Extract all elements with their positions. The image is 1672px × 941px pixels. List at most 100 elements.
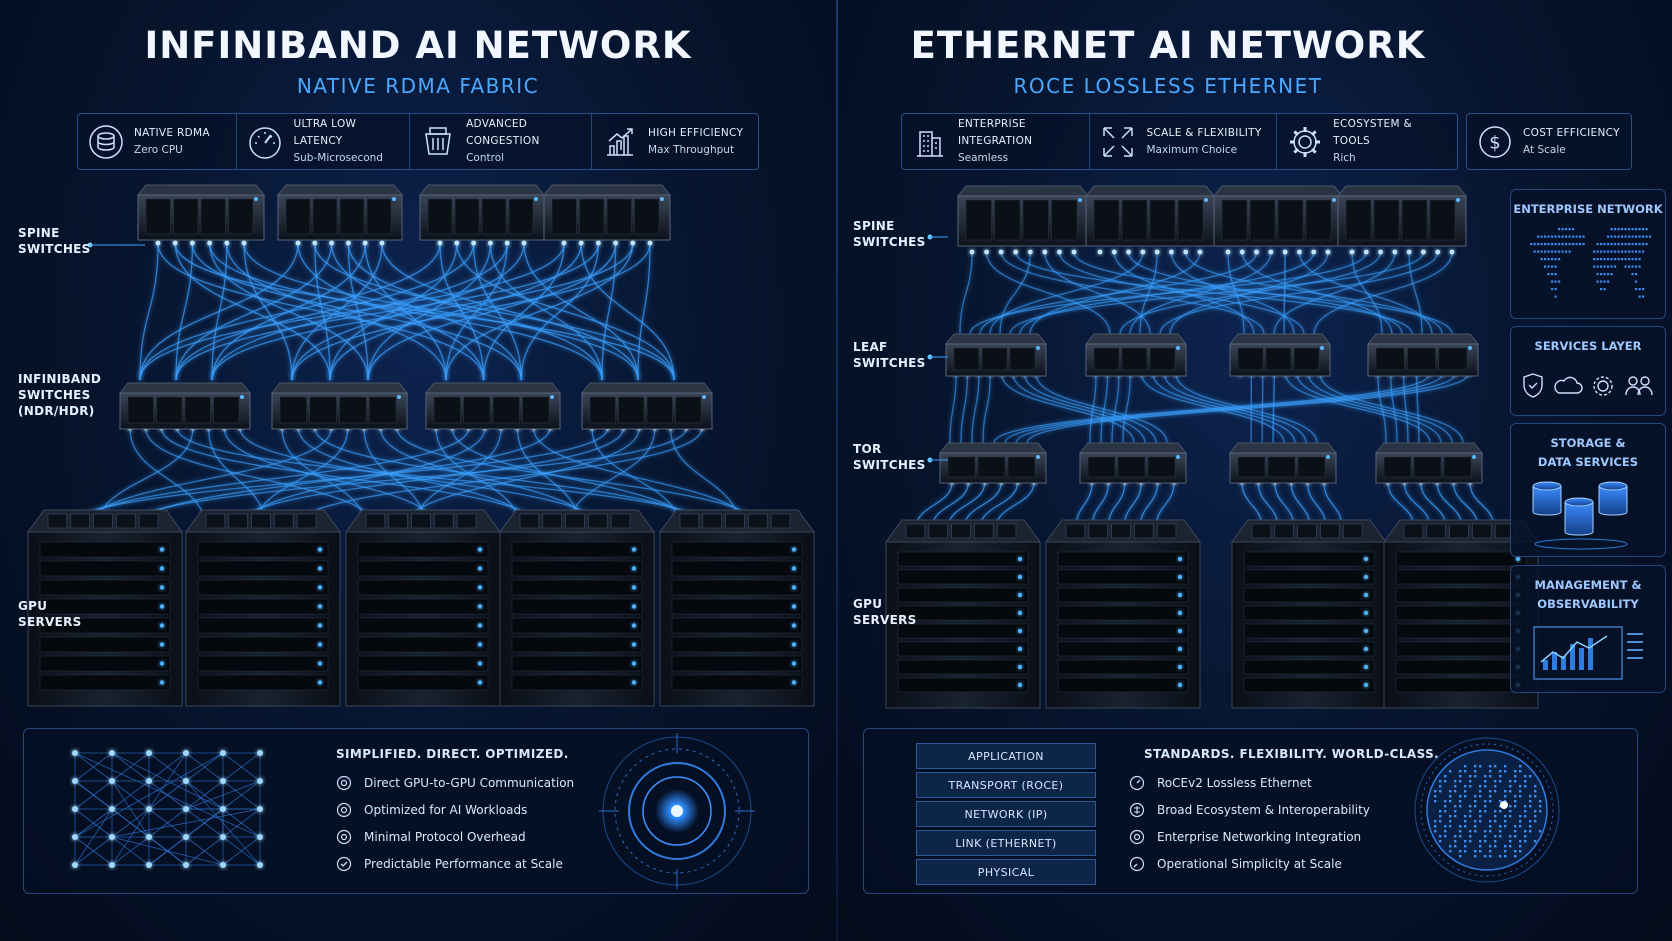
map-dot <box>1593 258 1596 261</box>
feature-title: Enterprise Integration <box>958 118 1033 147</box>
globe-dot <box>1504 825 1507 828</box>
globe-dot <box>1534 815 1537 818</box>
globe-dot <box>1514 800 1517 803</box>
label-pointer-dot <box>87 242 93 248</box>
globe-dot <box>1439 835 1442 838</box>
mesh-node <box>183 834 189 840</box>
fiber-link <box>175 242 194 381</box>
mesh-node <box>220 834 226 840</box>
link-node <box>437 240 443 246</box>
globe-dot <box>1484 840 1487 843</box>
globe-dot <box>1449 800 1452 803</box>
link-node <box>1349 249 1355 255</box>
link-node <box>172 240 178 246</box>
link-node <box>578 240 584 246</box>
map-dot <box>1561 228 1564 231</box>
map-dot <box>1593 265 1596 268</box>
fiber-link <box>1415 373 1420 444</box>
map-dot <box>1547 243 1550 246</box>
map-dot <box>1621 235 1624 238</box>
fiber-link <box>139 242 299 381</box>
globe-dot <box>1524 805 1527 808</box>
map-dot <box>1607 235 1610 238</box>
globe-dot <box>1509 790 1512 793</box>
link-node <box>1282 249 1288 255</box>
list-item: RoCEv2 Lossless Ethernet <box>1129 769 1370 796</box>
fiber-link <box>445 242 634 381</box>
link-node <box>1435 249 1441 255</box>
list-item: Predictable Performance at Scale <box>336 850 574 877</box>
list-item: Optimized for AI Workloads <box>336 796 574 823</box>
feature-ecosystem-tools: Ecosystem & ToolsRich <box>1277 114 1457 169</box>
feature-high-efficiency: High EfficiencyMax Throughput <box>592 114 758 169</box>
fiber-link <box>985 251 1111 335</box>
globe-dot <box>1494 820 1497 823</box>
link-node <box>1225 249 1231 255</box>
side-panel-title: ENTERPRISE NETWORK <box>1513 202 1663 216</box>
feature-title: Advanced Congestion <box>466 118 540 147</box>
fiber-link <box>329 242 458 381</box>
globe-dot <box>1524 780 1527 783</box>
feature-title: High Efficiency <box>648 126 744 139</box>
fiber-link <box>523 242 639 381</box>
map-dot <box>1558 235 1561 238</box>
globe-dot <box>1494 835 1497 838</box>
map-dot <box>1554 273 1557 276</box>
fiber-link <box>314 242 675 381</box>
mesh-link <box>185 780 224 810</box>
feature-sub: Seamless <box>958 152 1009 164</box>
globe-dot <box>1489 820 1492 823</box>
fiber-link <box>367 242 492 381</box>
globe-dot <box>1519 770 1522 773</box>
map-dot <box>1554 243 1557 246</box>
globe-dot <box>1489 775 1492 778</box>
globe-dot <box>1454 805 1457 808</box>
link-node <box>1197 249 1203 255</box>
globe-dot <box>1504 790 1507 793</box>
fiber-link <box>211 242 508 381</box>
globe-dot <box>1464 845 1467 848</box>
map-dot <box>1635 273 1638 276</box>
globe-dot <box>1519 845 1522 848</box>
map-dot <box>1642 235 1645 238</box>
globe-dot <box>1464 815 1467 818</box>
infiniband-summary-list: Direct GPU-to-GPU Communication Optimize… <box>336 769 574 877</box>
globe-dot <box>1469 785 1472 788</box>
mesh-node <box>220 806 226 812</box>
link-node <box>190 240 195 246</box>
map-dot <box>1554 265 1557 268</box>
globe-dot <box>1479 790 1482 793</box>
globe-dot <box>1534 840 1537 843</box>
gpu-server <box>659 509 815 707</box>
map-dot <box>1614 265 1617 268</box>
globe-dot <box>1519 790 1522 793</box>
map-dot <box>1582 235 1585 238</box>
mesh-link <box>222 808 261 838</box>
map-dot <box>1635 228 1638 231</box>
mesh-link <box>74 752 113 782</box>
side-panel-title: MANAGEMENT & OBSERVABILITY <box>1534 578 1642 611</box>
map-dot <box>1649 235 1652 238</box>
globe-dot <box>1439 790 1442 793</box>
fiber-link <box>1307 373 1453 444</box>
map-dot <box>1565 228 1568 231</box>
switch <box>944 333 1048 377</box>
globe-dot <box>1464 770 1467 773</box>
map-dot <box>1635 243 1638 246</box>
protocol-layer: TRANSPORT (ROCE) <box>916 772 1096 798</box>
map-dot <box>1537 243 1540 246</box>
map-dot <box>1638 235 1641 238</box>
gear-icon <box>1593 376 1613 396</box>
link-node <box>1027 249 1033 255</box>
globe-dot <box>1439 780 1442 783</box>
building-icon <box>917 130 943 157</box>
list-item: Broad Ecosystem & Interoperability <box>1129 796 1370 823</box>
fiber-link <box>1127 251 1403 335</box>
globe-dot <box>1464 820 1467 823</box>
gauge-icon <box>1129 856 1145 871</box>
mesh-node <box>257 778 263 784</box>
